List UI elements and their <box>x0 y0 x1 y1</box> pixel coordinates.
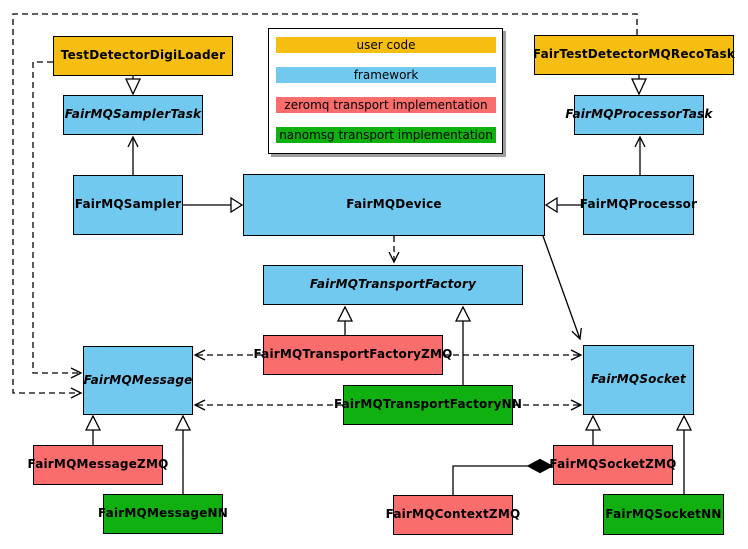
inheritance-recotask-processortask-triangle <box>630 78 648 96</box>
inheritance-socketnn-socket-triangle <box>675 414 693 431</box>
node-fairmqsocketnn: FairMQSocketNN <box>603 494 724 535</box>
dependency-digiloader-to-message-line <box>32 61 83 379</box>
inheritance-factoryzmq-transportfactory-triangle <box>336 305 354 322</box>
node-fairmqtransportfactory: FairMQTransportFactory <box>263 265 523 305</box>
composition-contextzmq-socketzmq-line <box>452 465 528 495</box>
inheritance-socketzmq-socket-triangle <box>584 414 602 431</box>
inheritance-processor-device-triangle <box>544 196 558 214</box>
legend-item-framework: framework <box>276 67 496 83</box>
legend-item-nanomsg: nanomsg transport implementation <box>276 127 496 143</box>
inheritance-messagenn-message-triangle <box>174 414 192 431</box>
legend-item-user-code: user code <box>276 37 496 53</box>
node-fairmqmessagenn: FairMQMessageNN <box>98 494 228 534</box>
node-fairmqtransportfactorynn: FairMQTransportFactoryNN <box>334 385 522 425</box>
legend-item-zeromq: zeromq transport implementation <box>276 97 496 113</box>
legend-label-zeromq: zeromq transport implementation <box>284 98 488 112</box>
inheritance-factorynn-transportfactory-triangle <box>454 305 472 322</box>
node-fairmqprocessortask: FairMQProcessorTask <box>565 95 712 135</box>
inheritance-sampler-device-triangle <box>230 196 244 214</box>
node-fairmqmessage: FairMQMessage <box>83 346 193 415</box>
node-fairmqmessagezmq: FairMQMessageZMQ <box>28 445 168 485</box>
legend-label-user-code: user code <box>356 38 416 52</box>
node-fairmqsamplertask: FairMQSamplerTask <box>63 95 203 135</box>
node-fairmqsampler: FairMQSampler <box>73 175 183 235</box>
node-fairmqcontextzmq: FairMQContextZMQ <box>386 495 520 535</box>
legend-label-framework: framework <box>353 68 419 82</box>
node-fairmqprocessor: FairMQProcessor <box>580 175 697 235</box>
composition-contextzmq-socketzmq-diamond <box>526 458 554 474</box>
inheritance-digiloader-samplertask-triangle <box>124 78 142 96</box>
node-fairmqsocket: FairMQSocket <box>583 345 694 415</box>
node-fairmqsocketzmq: FairMQSocketZMQ <box>549 445 676 485</box>
inheritance-messagezmq-message-triangle <box>84 414 102 431</box>
node-fairmqdevice: FairMQDevice <box>243 174 545 236</box>
node-fairtestdetectormqrecotask: FairTestDetectorMQRecoTask <box>533 35 735 75</box>
node-fairmqtransportfactoryzmq: FairMQTransportFactoryZMQ <box>253 335 452 375</box>
node-testdetectordigiloader: TestDetectorDigiLoader <box>53 36 233 76</box>
dependency-recotask-to-message-line <box>12 13 638 399</box>
legend-label-nanomsg: nanomsg transport implementation <box>279 128 493 142</box>
association-device-to-socket-line <box>542 235 582 341</box>
legend-box: user code framework zeromq transport imp… <box>268 28 503 154</box>
